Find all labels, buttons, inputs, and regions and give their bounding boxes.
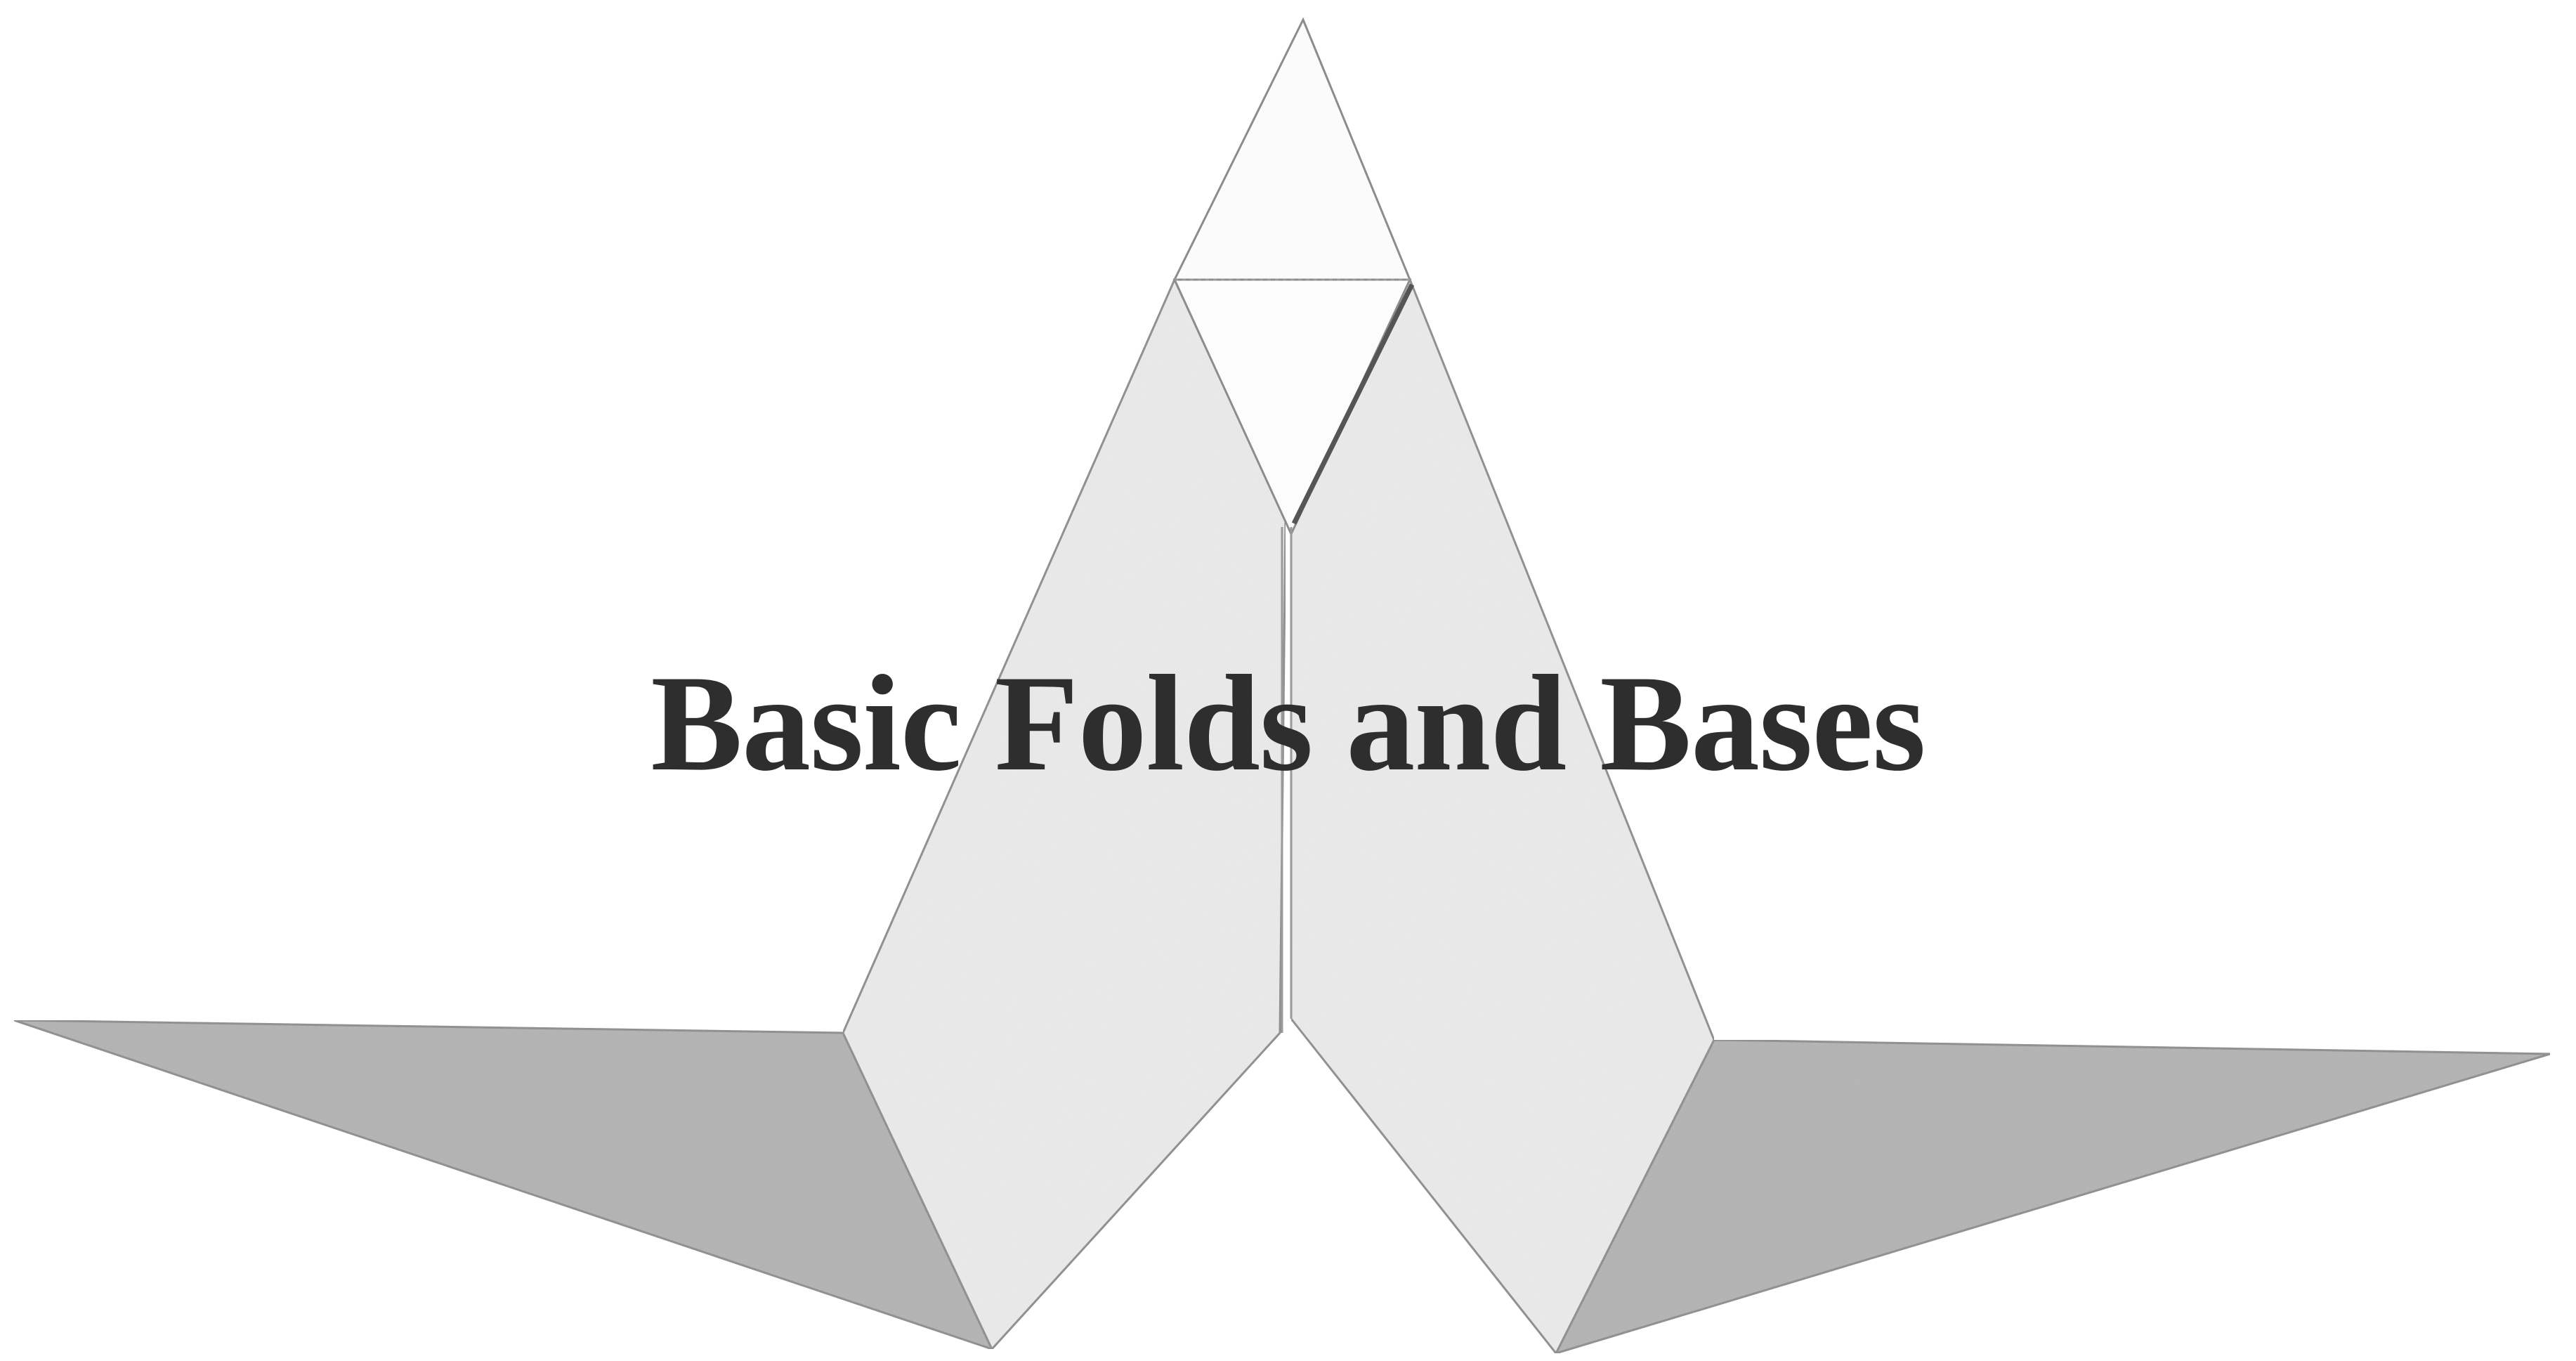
left-wing-flap xyxy=(14,1020,992,1349)
page-title: Basic Folds and Bases xyxy=(0,646,2576,801)
right-wing-flap xyxy=(1556,1040,2550,1353)
top-point-flap xyxy=(1175,20,1410,280)
